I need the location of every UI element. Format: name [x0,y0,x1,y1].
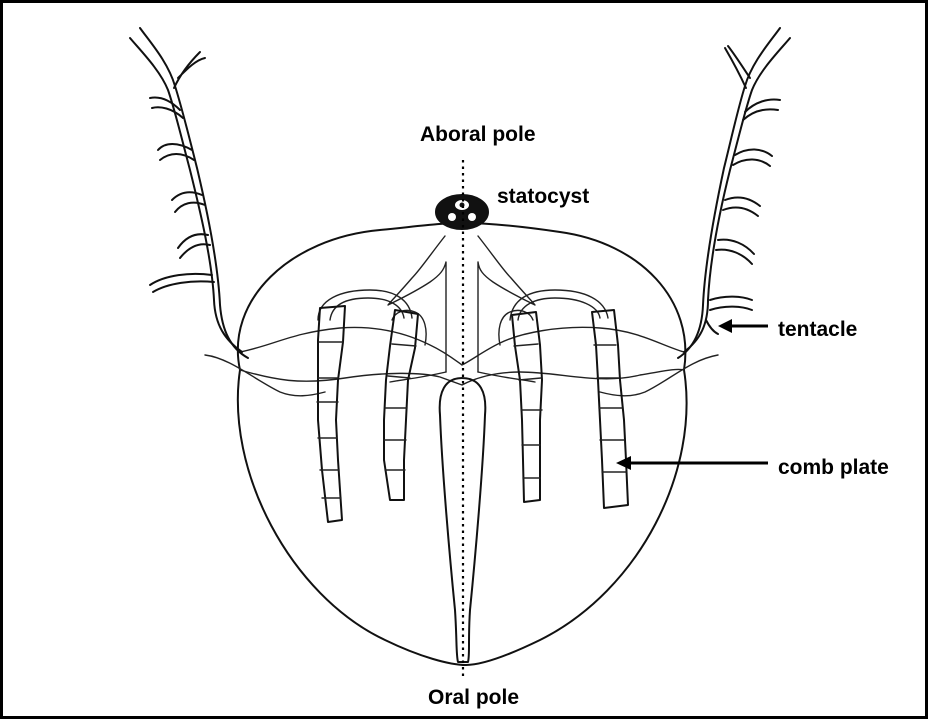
canal-arch-inner-left [392,310,426,345]
body-outline [238,223,687,665]
comb-row-4 [592,310,628,508]
aboral-pole-label: Aboral pole [420,124,536,145]
tentacle-label: tentacle [778,319,857,340]
ctenophore-drawing [3,3,925,716]
comb-plate-label: comb plate [778,457,889,478]
statocyst-label: statocyst [497,186,589,207]
tentacle-pointer-arrow [718,319,768,333]
tentacle-right [678,28,790,358]
sheath-right [600,355,718,396]
sheath-left [205,355,325,396]
canal-arch-inner-right [499,310,533,345]
comb-row-1 [317,306,345,522]
infundibular-canal [388,236,535,372]
comb-plate-pointer-arrow [616,456,768,470]
oral-pole-label: Oral pole [428,687,519,708]
comb-row-3 [512,312,542,502]
comb-row-2 [384,310,418,500]
tentacle-left [130,28,248,358]
